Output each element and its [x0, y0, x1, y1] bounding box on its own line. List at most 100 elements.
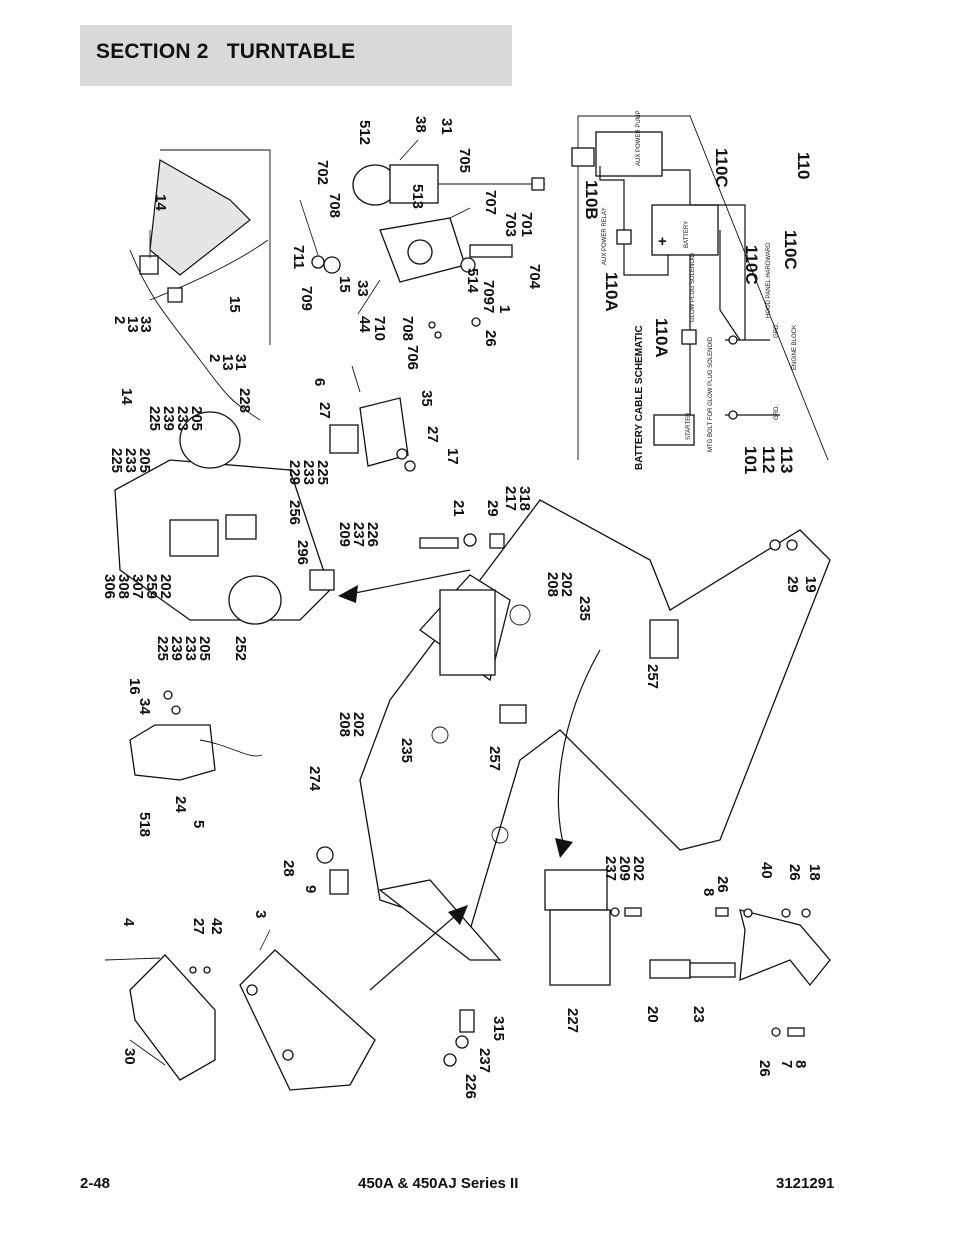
nut-17	[404, 460, 416, 472]
callout-30: 30	[121, 1048, 138, 1065]
callout-705: 705	[456, 148, 473, 173]
callout-274: 274	[306, 766, 323, 792]
callout-202-b: 202	[350, 712, 367, 737]
nut-226	[443, 1053, 457, 1067]
callout-233-c: 233	[182, 636, 199, 661]
arrowhead-2	[555, 838, 573, 858]
callout-42: 42	[208, 918, 225, 935]
callout-33: 33	[137, 316, 154, 333]
starter-label: STARTER	[686, 412, 692, 440]
callout-256: 256	[286, 500, 303, 525]
starter-symbol	[653, 414, 695, 446]
callout-101-112-113: 101	[741, 446, 760, 474]
washer-26-d	[771, 1027, 781, 1037]
callout-307: 307	[129, 574, 146, 599]
callout-13b: 13	[219, 354, 236, 371]
callout-9: 9	[302, 885, 319, 893]
callout-26b: 26	[714, 876, 731, 893]
connector-plug	[531, 177, 545, 191]
callout-1: 1	[496, 305, 513, 313]
battery-tray	[378, 879, 502, 961]
callout-7b: 7	[778, 1060, 795, 1068]
callout-710: 710	[371, 316, 388, 341]
callout-110c-right: 110C	[781, 230, 800, 270]
washer-29	[463, 533, 477, 547]
callout-239-top: 239	[160, 406, 177, 431]
valve-body	[359, 397, 409, 467]
callout-518: 518	[136, 812, 153, 837]
callout-29b: 29	[784, 576, 801, 593]
nut-16	[163, 690, 173, 700]
washer-706	[434, 331, 442, 339]
wire-to-hood	[719, 230, 741, 341]
bushing-217	[489, 533, 505, 549]
ground-terminal-1	[728, 335, 738, 345]
callout-23: 23	[690, 1006, 707, 1023]
callout-209: 209	[336, 522, 353, 547]
callout-26d: 26	[756, 1060, 773, 1077]
block-257-a	[649, 619, 679, 659]
control-module	[129, 690, 263, 781]
fitting-209	[309, 569, 335, 591]
bracket-256	[225, 514, 257, 540]
callout-225-b: 225	[314, 460, 331, 485]
bolt-315	[459, 1009, 475, 1033]
washer-27	[396, 448, 408, 460]
callout-27a: 27	[316, 402, 333, 419]
wire-110a	[623, 244, 669, 276]
nut-709	[311, 255, 325, 269]
callout-513: 513	[409, 184, 426, 209]
callout-5: 5	[190, 820, 207, 828]
callout-21: 21	[450, 500, 467, 517]
callout-26a: 26	[482, 330, 499, 347]
callout-225-top: 225	[146, 406, 163, 431]
callout-2b: 2	[206, 354, 223, 362]
bolt-9	[329, 869, 349, 895]
callout-2-13-33: 2	[111, 316, 128, 324]
section-title: SECTION 2 TURNTABLE	[96, 40, 356, 63]
callout-306: 306	[101, 574, 118, 599]
callout-237-c: 237	[602, 856, 619, 881]
callout-40: 40	[758, 862, 775, 879]
model-name: 450A & 450AJ Series II	[358, 1175, 519, 1192]
nut-15	[323, 256, 341, 274]
motor-plate-assembly	[114, 411, 335, 625]
glow-plug-solenoid-icon	[681, 329, 697, 345]
callout-702: 702	[314, 160, 331, 185]
callout-225-233-205: 225	[108, 448, 125, 473]
battery-terminal-neg	[246, 984, 258, 996]
washer-29-b	[769, 539, 781, 551]
callout-233-b: 233	[300, 460, 317, 485]
valve-cartridge	[329, 424, 359, 454]
engine-block-label: ENGINE BLOCK	[792, 325, 798, 370]
module-518	[129, 724, 216, 781]
part-23	[689, 962, 736, 978]
leader-lines	[129, 139, 471, 1066]
document-number: 3121291	[776, 1175, 835, 1192]
arrowhead-3	[448, 905, 468, 925]
callout-707: 707	[482, 190, 499, 215]
callout-709a: 709	[298, 286, 315, 311]
schematic-title: BATTERY CABLE SCHEMATIC	[634, 325, 645, 470]
callout-6: 6	[311, 378, 328, 386]
callout-110c-top: 110C	[712, 148, 731, 188]
callout-31: 31	[438, 118, 455, 135]
callout-225-c: 225	[154, 636, 171, 661]
aux-power-pump-label: AUX POWER PUMP	[636, 110, 642, 166]
engine-hose-assembly	[129, 149, 271, 421]
callout-34: 34	[136, 698, 153, 715]
motor-252	[228, 575, 282, 625]
arrowhead-1	[338, 585, 358, 603]
arrow-to-motor	[557, 649, 601, 851]
callout-16: 16	[126, 678, 143, 695]
washer-27-c	[189, 966, 197, 974]
ground-terminal-2	[728, 410, 738, 420]
callout-703: 703	[502, 212, 519, 237]
callout-15a: 15	[226, 296, 243, 313]
mtg-bolt-label: MTG BOLT FOR GLOW PLUG SOLENOID	[708, 336, 714, 452]
callout-labels: 14 2 13 33 15 2 13 31 14 702 512 38 31 7…	[101, 116, 823, 1099]
callout-708b: 708	[399, 316, 416, 341]
nut-18	[801, 908, 811, 918]
callout-14b: 14	[118, 388, 135, 405]
